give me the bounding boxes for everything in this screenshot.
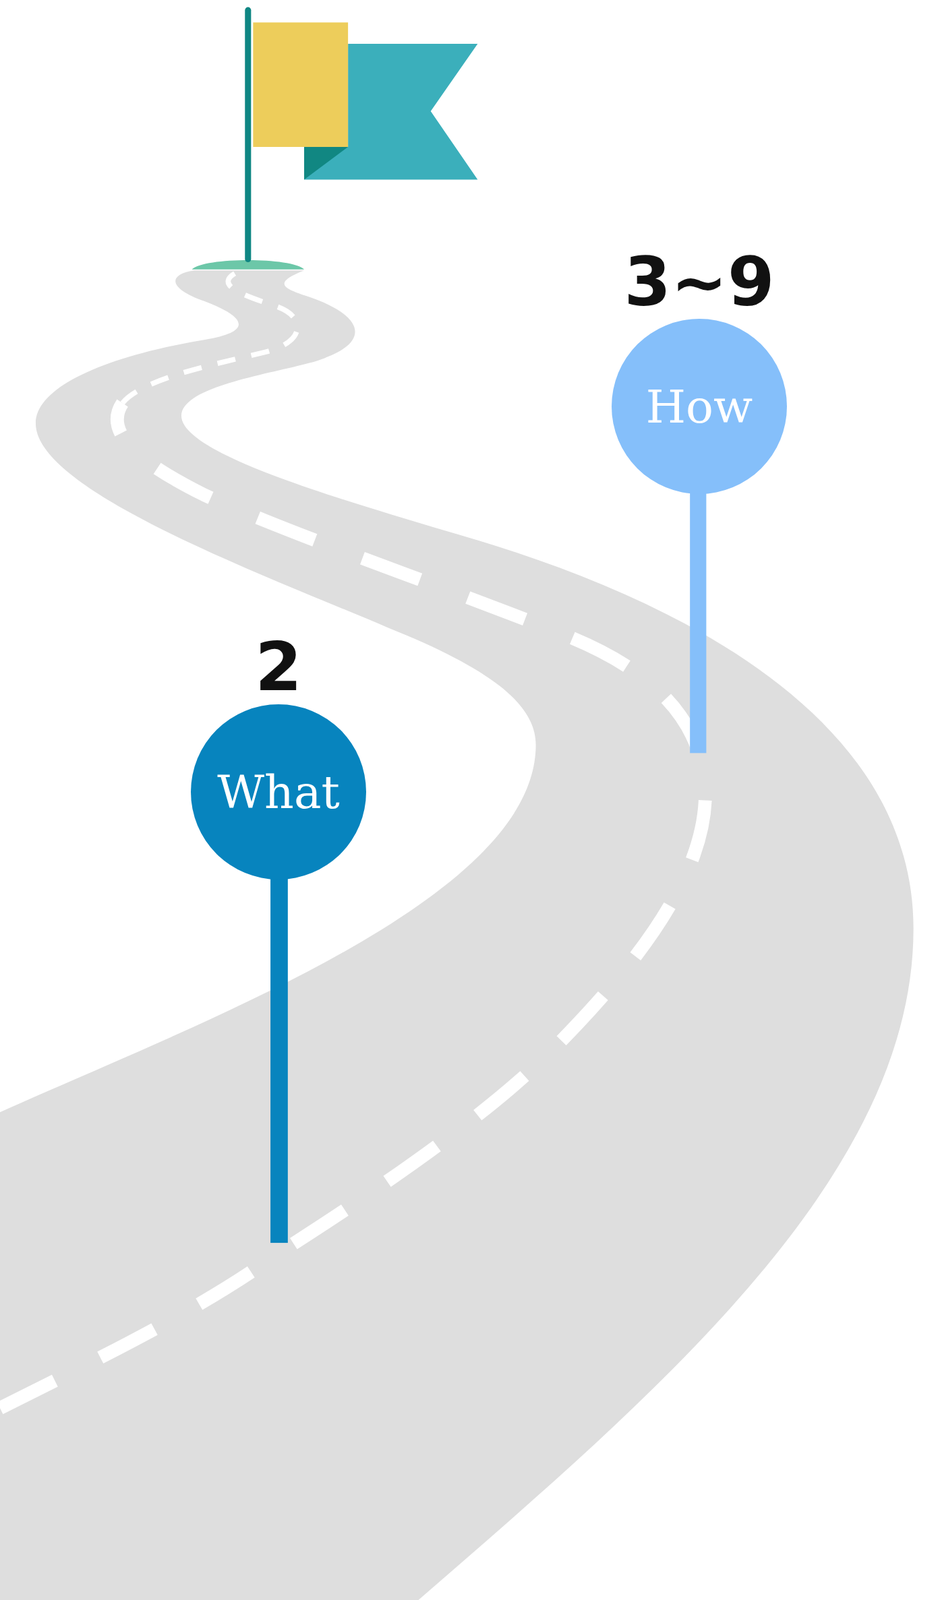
- pin-label: How: [611, 318, 787, 495]
- pin-circle: How: [611, 318, 787, 495]
- step-number: 2: [190, 620, 367, 715]
- circle-fill: [611, 318, 787, 495]
- road-dash: [0, 403, 706, 1409]
- flag-banner: [252, 22, 348, 148]
- milestone-pin: 2What: [190, 620, 367, 880]
- pin-label: What: [190, 704, 367, 880]
- flag-fold: [304, 147, 348, 180]
- pin-stick: [270, 872, 288, 1244]
- flag-pole: [244, 7, 251, 263]
- road-dash: [122, 273, 298, 404]
- step-number: 3~9: [611, 235, 787, 330]
- pin-stick: [689, 490, 707, 754]
- milestone-pin: 3~9How: [611, 235, 787, 495]
- circle-fill: [190, 704, 367, 880]
- road: [0, 270, 914, 1600]
- pin-circle: What: [190, 704, 367, 880]
